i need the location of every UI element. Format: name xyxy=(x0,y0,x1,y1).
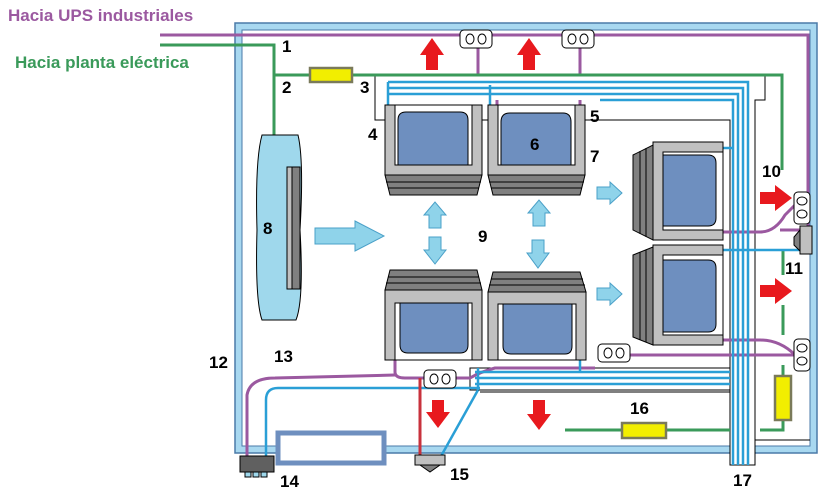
label-11: 11 xyxy=(785,259,803,278)
rack-bottom-1 xyxy=(384,269,483,361)
label-8: 8 xyxy=(263,219,272,238)
outlet-bottom xyxy=(423,369,457,389)
rack-6 xyxy=(487,104,586,196)
label-9: 9 xyxy=(478,227,487,246)
label-17: 17 xyxy=(733,471,752,490)
outlet-mid xyxy=(597,343,631,363)
label-16: 16 xyxy=(630,399,649,418)
wall-device-11 xyxy=(793,225,813,255)
outlet-top-1 xyxy=(459,29,493,49)
label-6: 6 xyxy=(530,135,539,154)
outlet-right-1 xyxy=(793,191,811,225)
rack-right-2 xyxy=(632,244,724,346)
rack-bottom-2 xyxy=(487,271,587,361)
label-4: 4 xyxy=(368,125,378,144)
label-15: 15 xyxy=(450,465,469,484)
power-plant-title: Hacia planta eléctrica xyxy=(15,53,189,72)
label-1: 1 xyxy=(282,37,291,56)
ac-unit-8 xyxy=(256,134,303,321)
device-15 xyxy=(414,454,446,473)
ups-title: Hacia UPS industriales xyxy=(8,6,193,25)
label-3: 3 xyxy=(360,78,369,97)
label-10: 10 xyxy=(762,162,781,181)
cold-air-arrows xyxy=(314,180,623,307)
hot-air-arrows xyxy=(420,38,792,430)
outlet-top-2 xyxy=(561,29,595,49)
partition-line xyxy=(480,100,810,441)
label-14: 14 xyxy=(280,472,299,491)
fuse-16 xyxy=(620,421,668,440)
wall-panel xyxy=(275,430,387,466)
outlet-right-2 xyxy=(793,338,811,372)
fuse-vertical xyxy=(773,374,793,422)
label-5: 5 xyxy=(590,107,599,126)
label-7: 7 xyxy=(590,147,599,166)
label-13: 13 xyxy=(274,347,293,366)
data-lines xyxy=(264,80,800,465)
rack-4 xyxy=(384,104,483,196)
label-2: 2 xyxy=(282,78,291,97)
rack-right-1 xyxy=(632,141,724,241)
device-14 xyxy=(239,455,275,478)
fuse-1 xyxy=(308,66,354,84)
power-line xyxy=(160,43,785,432)
label-12: 12 xyxy=(209,353,228,372)
